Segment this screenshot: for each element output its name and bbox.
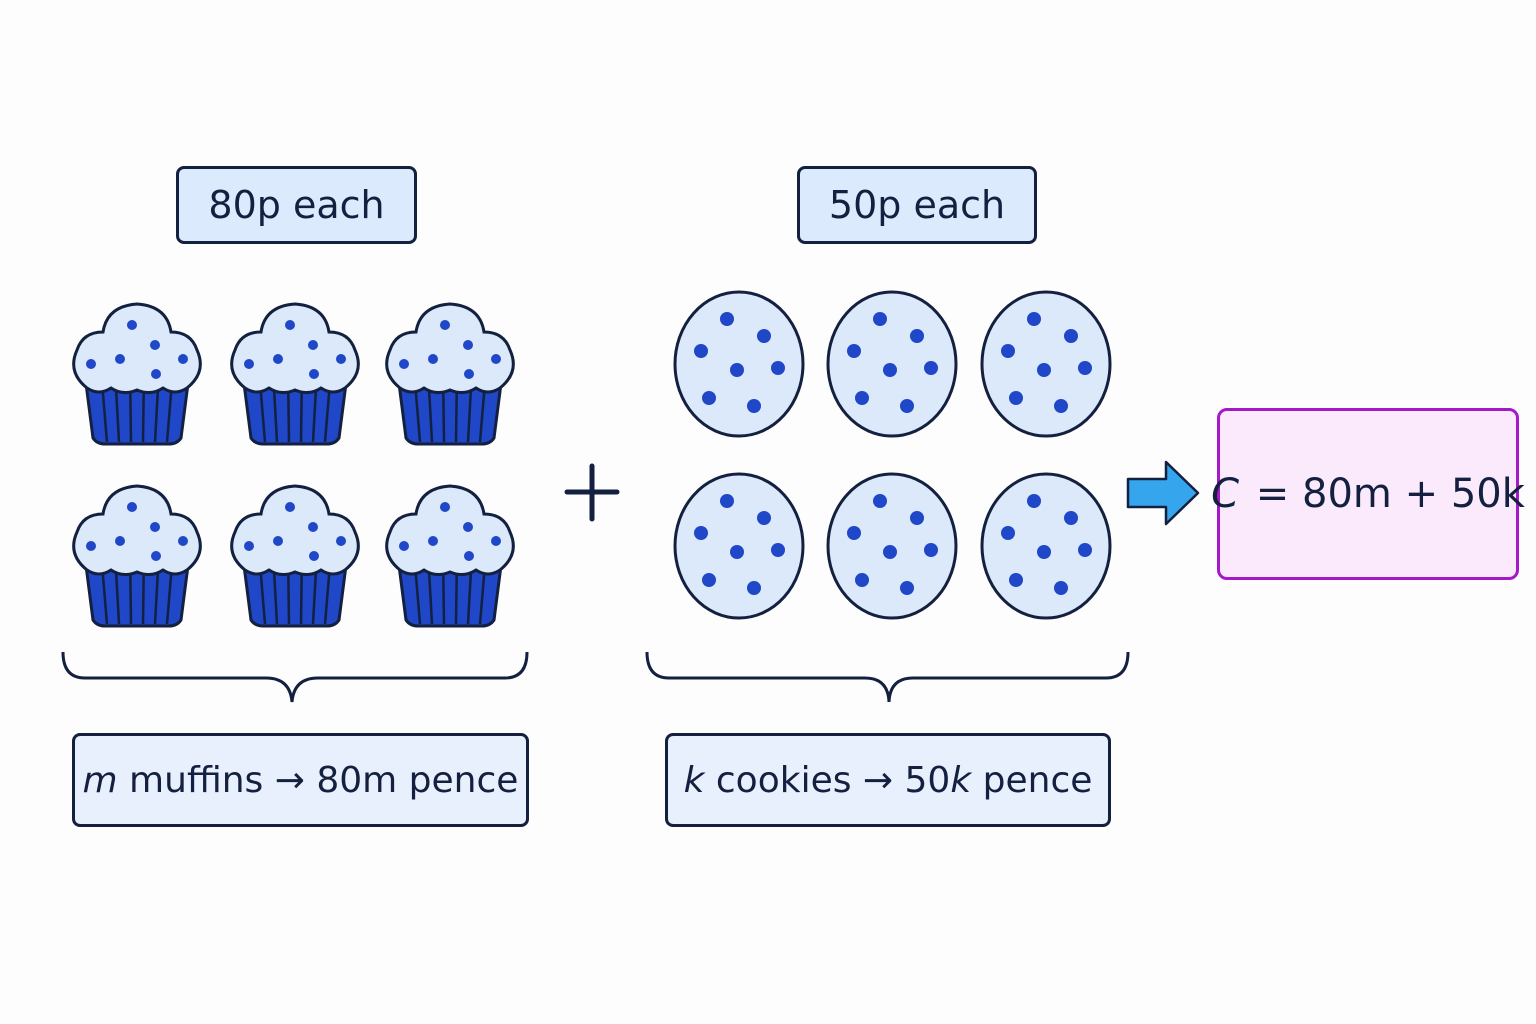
cookie-summary-text: cookies → 50 <box>704 759 951 801</box>
cookie-icon <box>826 290 958 438</box>
cookie-icon <box>980 472 1112 620</box>
plus-icon <box>564 463 620 522</box>
cookie-price-label: 50p each <box>828 183 1006 227</box>
muffin-brace <box>61 651 529 703</box>
muffin-icon <box>230 484 360 628</box>
cookie-icon <box>980 290 1112 438</box>
cookie-group <box>673 290 1112 620</box>
muffin-group <box>72 302 515 628</box>
muffin-summary-text: muffins → 80m pence <box>117 759 519 801</box>
muffin-variable: m <box>82 759 118 801</box>
cookie-icon <box>673 290 805 438</box>
muffin-icon <box>230 302 360 446</box>
cookie-icon <box>673 472 805 620</box>
result-formula: = 80m + 50k <box>1243 471 1525 517</box>
muffin-price-label: 80p each <box>208 183 385 227</box>
muffin-icon <box>72 484 202 628</box>
right-arrow-icon <box>1126 460 1200 526</box>
result-formula-box: C = 80m + 50k <box>1211 408 1525 580</box>
cookie-brace <box>645 651 1130 703</box>
cookie-icon <box>826 472 958 620</box>
muffin-price-tag: 80p each <box>176 166 417 244</box>
muffin-icon <box>385 302 515 446</box>
cookie-variable: k <box>683 759 705 801</box>
cookie-summary-unit: pence <box>971 759 1093 801</box>
muffin-icon <box>72 302 202 446</box>
cookie-price-tag: 50p each <box>797 166 1037 244</box>
result-variable: C <box>1211 471 1240 517</box>
cookie-variable-2: k <box>950 759 972 801</box>
muffin-summary: m muffins → 80m pence <box>72 733 529 827</box>
muffin-icon <box>385 484 515 628</box>
